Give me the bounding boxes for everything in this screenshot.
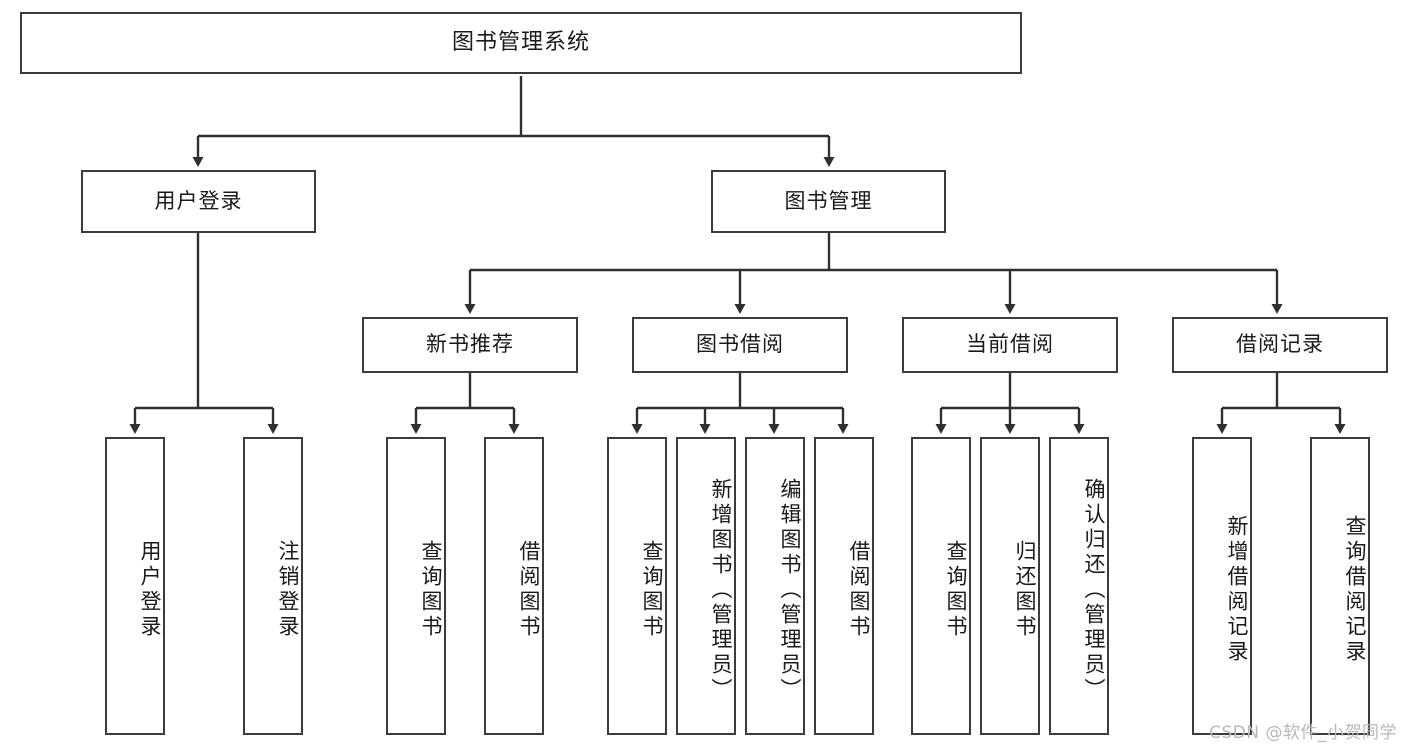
leaf-book-borrow-query[interactable]: 查询图书 [607, 437, 667, 735]
leaf-borrow-record-add[interactable]: 新增借阅记录 [1192, 437, 1252, 735]
node-root-system[interactable]: 图书管理系统 [20, 12, 1022, 74]
node-user-login[interactable]: 用户登录 [81, 170, 316, 233]
leaf-book-borrow-add[interactable]: 新增图书（管理员） [676, 437, 736, 735]
leaf-borrow-record-query[interactable]: 查询借阅记录 [1310, 437, 1370, 735]
node-current-borrow[interactable]: 当前借阅 [902, 317, 1118, 373]
leaf-user-login-login[interactable]: 用户登录 [105, 437, 165, 735]
leaf-user-login-logout[interactable]: 注销登录 [243, 437, 303, 735]
leaf-new-book-query[interactable]: 查询图书 [386, 437, 446, 735]
watermark-text: CSDN @软件_小贺同学 [1209, 723, 1397, 743]
leaf-current-borrow-confirm-return[interactable]: 确认归还（管理员） [1049, 437, 1109, 735]
leaf-book-borrow-borrow[interactable]: 借阅图书 [814, 437, 874, 735]
node-book-management[interactable]: 图书管理 [711, 170, 946, 233]
node-new-book-recommend[interactable]: 新书推荐 [362, 317, 578, 373]
node-borrow-record[interactable]: 借阅记录 [1172, 317, 1388, 373]
node-book-borrow[interactable]: 图书借阅 [632, 317, 848, 373]
leaf-new-book-borrow[interactable]: 借阅图书 [484, 437, 544, 735]
leaf-current-borrow-return[interactable]: 归还图书 [980, 437, 1040, 735]
leaf-current-borrow-query[interactable]: 查询图书 [911, 437, 971, 735]
leaf-book-borrow-edit[interactable]: 编辑图书（管理员） [745, 437, 805, 735]
